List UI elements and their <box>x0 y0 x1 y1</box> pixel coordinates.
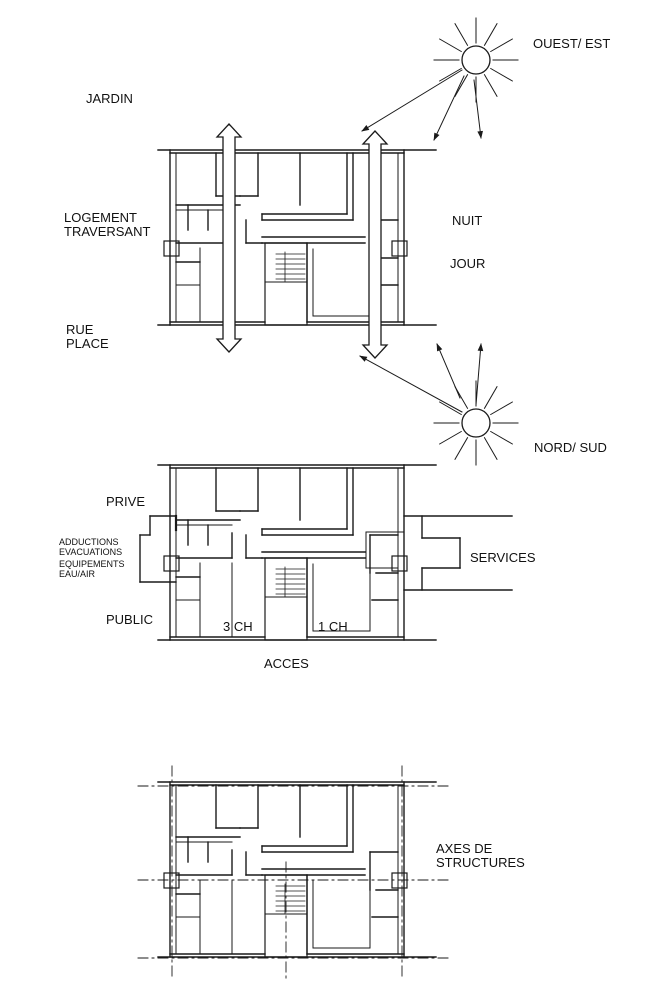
structural-axes-label-line2: STRUCTURES <box>436 855 525 870</box>
sun-icon <box>433 17 519 103</box>
sun-ray-arrow <box>433 75 465 141</box>
sun-icon <box>433 380 519 466</box>
sun-ray-arrow <box>473 79 483 139</box>
room-1ch-label: 1 CH <box>318 619 348 634</box>
square-label: PLACE <box>66 336 109 351</box>
floor-plan-orientation <box>157 149 437 326</box>
night-zone-label: NUIT <box>452 213 483 228</box>
equipements-label: EQUIPEMENTS <box>59 559 125 569</box>
floor-plan-structure <box>137 765 453 981</box>
street-label: RUE <box>66 322 94 337</box>
water-air-label: EAU/AIR <box>59 569 96 579</box>
through-dwelling-label-line2: TRAVERSANT <box>64 224 151 239</box>
private-zone-label: PRIVE <box>106 494 146 509</box>
access-label: ACCES <box>264 656 309 671</box>
public-zone-label: PUBLIC <box>106 612 153 627</box>
adductions-label: ADDUCTIONS <box>59 537 119 547</box>
sun-ray-arrow <box>361 69 463 132</box>
day-zone-label: JOUR <box>450 256 486 271</box>
evacuations-label: EVACUATIONS <box>59 547 123 557</box>
services-label: SERVICES <box>470 550 536 565</box>
sun-ray-arrow <box>359 355 463 413</box>
sun-ray-arrow <box>436 343 461 399</box>
garden-label: JARDIN <box>86 91 133 106</box>
orientation-north-south-label: NORD/ SUD <box>534 440 607 455</box>
floor-plan-functions <box>139 464 513 641</box>
sun-ray-arrow <box>475 343 484 406</box>
double-arrow-icon <box>215 123 243 353</box>
room-3ch-label: 3 CH <box>223 619 253 634</box>
double-arrow-icon <box>361 130 389 359</box>
through-dwelling-label-line1: LOGEMENT <box>64 210 137 225</box>
structural-axes-label-line1: AXES DE <box>436 841 493 856</box>
orientation-west-east-label: OUEST/ EST <box>533 36 611 51</box>
